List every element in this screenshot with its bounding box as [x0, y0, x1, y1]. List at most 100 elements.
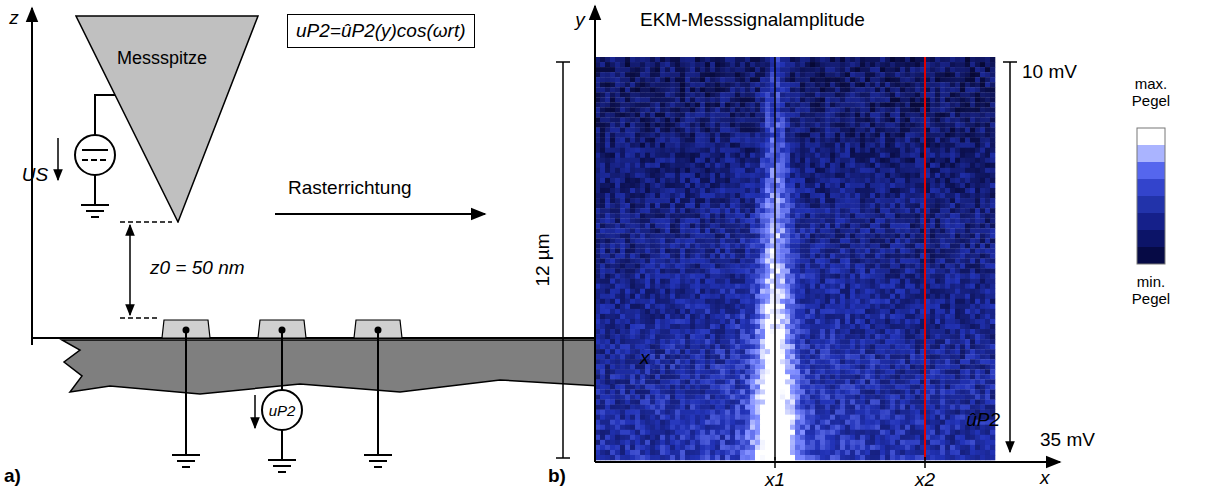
scan-pixel — [950, 92, 955, 97]
scan-pixel — [865, 178, 870, 183]
scan-pixel — [695, 57, 700, 62]
scan-pixel — [755, 102, 760, 107]
scan-pixel — [950, 72, 955, 77]
scan-pixel — [785, 72, 790, 77]
scan-pixel — [950, 133, 955, 138]
scan-pixel — [915, 92, 920, 97]
scan-pixel — [735, 117, 740, 122]
scan-pixel — [700, 143, 705, 148]
scan-pixel — [765, 62, 770, 67]
scan-pixel — [730, 133, 735, 138]
scan-pixel — [745, 57, 750, 62]
scan-pixel — [855, 178, 860, 183]
scan-pixel — [635, 178, 640, 183]
scan-pixel — [910, 178, 915, 183]
scan-pixel — [805, 87, 810, 92]
scan-pixel — [930, 112, 935, 117]
scan-pixel — [790, 153, 795, 158]
scan-pixel — [935, 128, 940, 133]
scan-pixel — [675, 122, 680, 127]
scan-pixel — [685, 72, 690, 77]
scan-pixel — [865, 117, 870, 122]
scan-pixel — [985, 148, 990, 153]
scan-pixel — [670, 62, 675, 67]
scan-pixel — [615, 153, 620, 158]
scan-pixel — [810, 148, 815, 153]
scan-pixel — [845, 102, 850, 107]
scan-pixel — [715, 57, 720, 62]
scan-pixel — [825, 92, 830, 97]
scan-pixel — [695, 138, 700, 143]
scan-pixel — [795, 128, 800, 133]
scan-pixel — [820, 82, 825, 87]
scan-pixel — [835, 102, 840, 107]
scan-pixel — [980, 133, 985, 138]
scan-pixel — [625, 77, 630, 82]
scan-pixel — [875, 92, 880, 97]
scan-pixel — [870, 117, 875, 122]
scan-pixel — [775, 133, 780, 138]
scan-pixel — [990, 163, 995, 168]
scan-pixel — [630, 102, 635, 107]
scan-pixel — [710, 92, 715, 97]
scan-pixel — [775, 153, 780, 158]
scan-pixel — [915, 112, 920, 117]
scan-pixel — [765, 82, 770, 87]
scan-pixel — [960, 138, 965, 143]
scan-pixel — [970, 133, 975, 138]
scan-pixel — [675, 117, 680, 122]
scan-pixel — [830, 77, 835, 82]
scan-pixel — [980, 153, 985, 158]
scan-pixel — [935, 87, 940, 92]
scan-pixel — [880, 102, 885, 107]
scan-pixel — [790, 67, 795, 72]
scan-pixel — [825, 173, 830, 178]
scan-pixel — [730, 153, 735, 158]
scan-pixel — [685, 62, 690, 67]
scan-pixel — [675, 138, 680, 143]
scan-pixel — [855, 158, 860, 163]
scan-pixel — [985, 57, 990, 62]
scan-pixel — [690, 117, 695, 122]
scan-pixel — [855, 163, 860, 168]
scan-pixel — [660, 72, 665, 77]
scan-pixel — [935, 138, 940, 143]
scan-pixel — [705, 62, 710, 67]
scan-pixel — [775, 148, 780, 153]
scan-pixel — [970, 143, 975, 148]
scan-pixel — [665, 138, 670, 143]
scan-pixel — [680, 62, 685, 67]
scan-pixel — [815, 117, 820, 122]
scan-pixel — [685, 138, 690, 143]
scan-pixel — [965, 97, 970, 102]
scan-pixel — [880, 67, 885, 72]
scan-pixel — [600, 178, 605, 183]
scan-pixel — [615, 112, 620, 117]
scan-pixel — [795, 67, 800, 72]
scan-pixel — [785, 62, 790, 67]
scan-pixel — [695, 122, 700, 127]
scan-pixel — [940, 163, 945, 168]
scan-pixel — [815, 92, 820, 97]
scan-pixel — [825, 97, 830, 102]
scan-pixel — [895, 77, 900, 82]
scan-pixel — [670, 107, 675, 112]
scan-pixel — [870, 178, 875, 183]
scan-pixel — [775, 168, 780, 173]
scan-pixel — [885, 62, 890, 67]
scan-pixel — [610, 128, 615, 133]
scan-pixel — [915, 57, 920, 62]
scan-pixel — [705, 97, 710, 102]
scan-pixel — [955, 122, 960, 127]
scan-pixel — [685, 143, 690, 148]
scan-pixel — [845, 82, 850, 87]
scan-pixel — [930, 133, 935, 138]
scan-pixel — [795, 117, 800, 122]
scan-pixel — [720, 97, 725, 102]
scan-pixel — [890, 173, 895, 178]
scan-pixel — [825, 168, 830, 173]
scan-pixel — [715, 72, 720, 77]
scan-pixel — [640, 122, 645, 127]
scan-pixel — [645, 92, 650, 97]
scan-pixel — [710, 158, 715, 163]
